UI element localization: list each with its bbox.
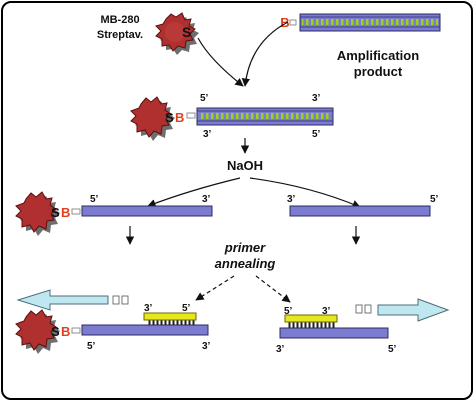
row2-top-3prime: 3’ [312, 93, 321, 104]
primer-left-dashed-arrow [195, 275, 235, 301]
primer-annealing-line2: annealing [215, 256, 276, 271]
extension-arrow-right [355, 298, 450, 322]
naoh-label: NaOH [227, 158, 263, 173]
single-strand-right-row4 [279, 327, 389, 339]
row4-left-5prime: 5’ [87, 341, 96, 352]
single-strand-left-row4 [81, 324, 209, 336]
bead-label-line1: MB-280 [100, 14, 139, 26]
primer-annealing-line1: primer [224, 240, 266, 255]
extension-arrow-left [16, 289, 129, 311]
double-strand-dna-row2 [196, 107, 334, 126]
naoh-left-arrow [147, 177, 241, 208]
row3-right-3prime: 3’ [287, 194, 296, 205]
biotin-b-label-top: B [280, 15, 289, 30]
primer-right-5prime: 5’ [284, 306, 293, 317]
row4-left-3prime: 3’ [202, 341, 211, 352]
row2-top-5prime: 5’ [200, 93, 209, 104]
streptavidin-s-label-row4: S [51, 324, 60, 339]
row3-left-5prime: 5’ [90, 194, 99, 205]
primer-left-5prime: 5’ [182, 303, 191, 314]
bead-label-line2: Streptav. [97, 29, 143, 41]
primer-left-row4 [143, 312, 197, 325]
primer-right-row4 [284, 314, 338, 328]
biotin-b-label-row2: B [175, 110, 184, 125]
row4-right-5prime: 5’ [388, 344, 397, 355]
streptavidin-s-label-row3: S [51, 205, 60, 220]
row3-left-3prime: 3’ [202, 194, 211, 205]
biotin-b-label-row4: B [61, 324, 70, 339]
primer-right-dashed-arrow [255, 275, 291, 303]
primer-left-3prime: 3’ [144, 303, 153, 314]
streptavidin-bead-row3 [15, 191, 60, 236]
amplification-label-line2: product [354, 64, 403, 79]
row2-bottom-3prime: 3’ [203, 129, 212, 140]
primer-right-3prime: 3’ [322, 306, 331, 317]
streptavidin-s-label: S [182, 24, 191, 40]
bead-to-complex-arrow [197, 37, 244, 87]
single-strand-right-row3 [289, 205, 431, 217]
streptavidin-bead-row2 [130, 96, 175, 141]
row2-bottom-5prime: 5’ [312, 129, 321, 140]
row3-right-5prime: 5’ [430, 194, 439, 205]
naoh-right-arrow [249, 177, 361, 208]
streptavidin-s-label-row2: S [165, 110, 174, 125]
biotin-b-label-row3: B [61, 205, 70, 220]
streptavidin-bead-row4 [15, 309, 60, 354]
amplification-product [289, 13, 441, 32]
single-strand-left-row3 [81, 205, 213, 217]
streptavidin-bead-top [155, 12, 199, 55]
row4-right-3prime: 3’ [276, 344, 285, 355]
product-to-complex-arrow [241, 21, 289, 87]
amplification-label-line1: Amplification [337, 48, 419, 63]
